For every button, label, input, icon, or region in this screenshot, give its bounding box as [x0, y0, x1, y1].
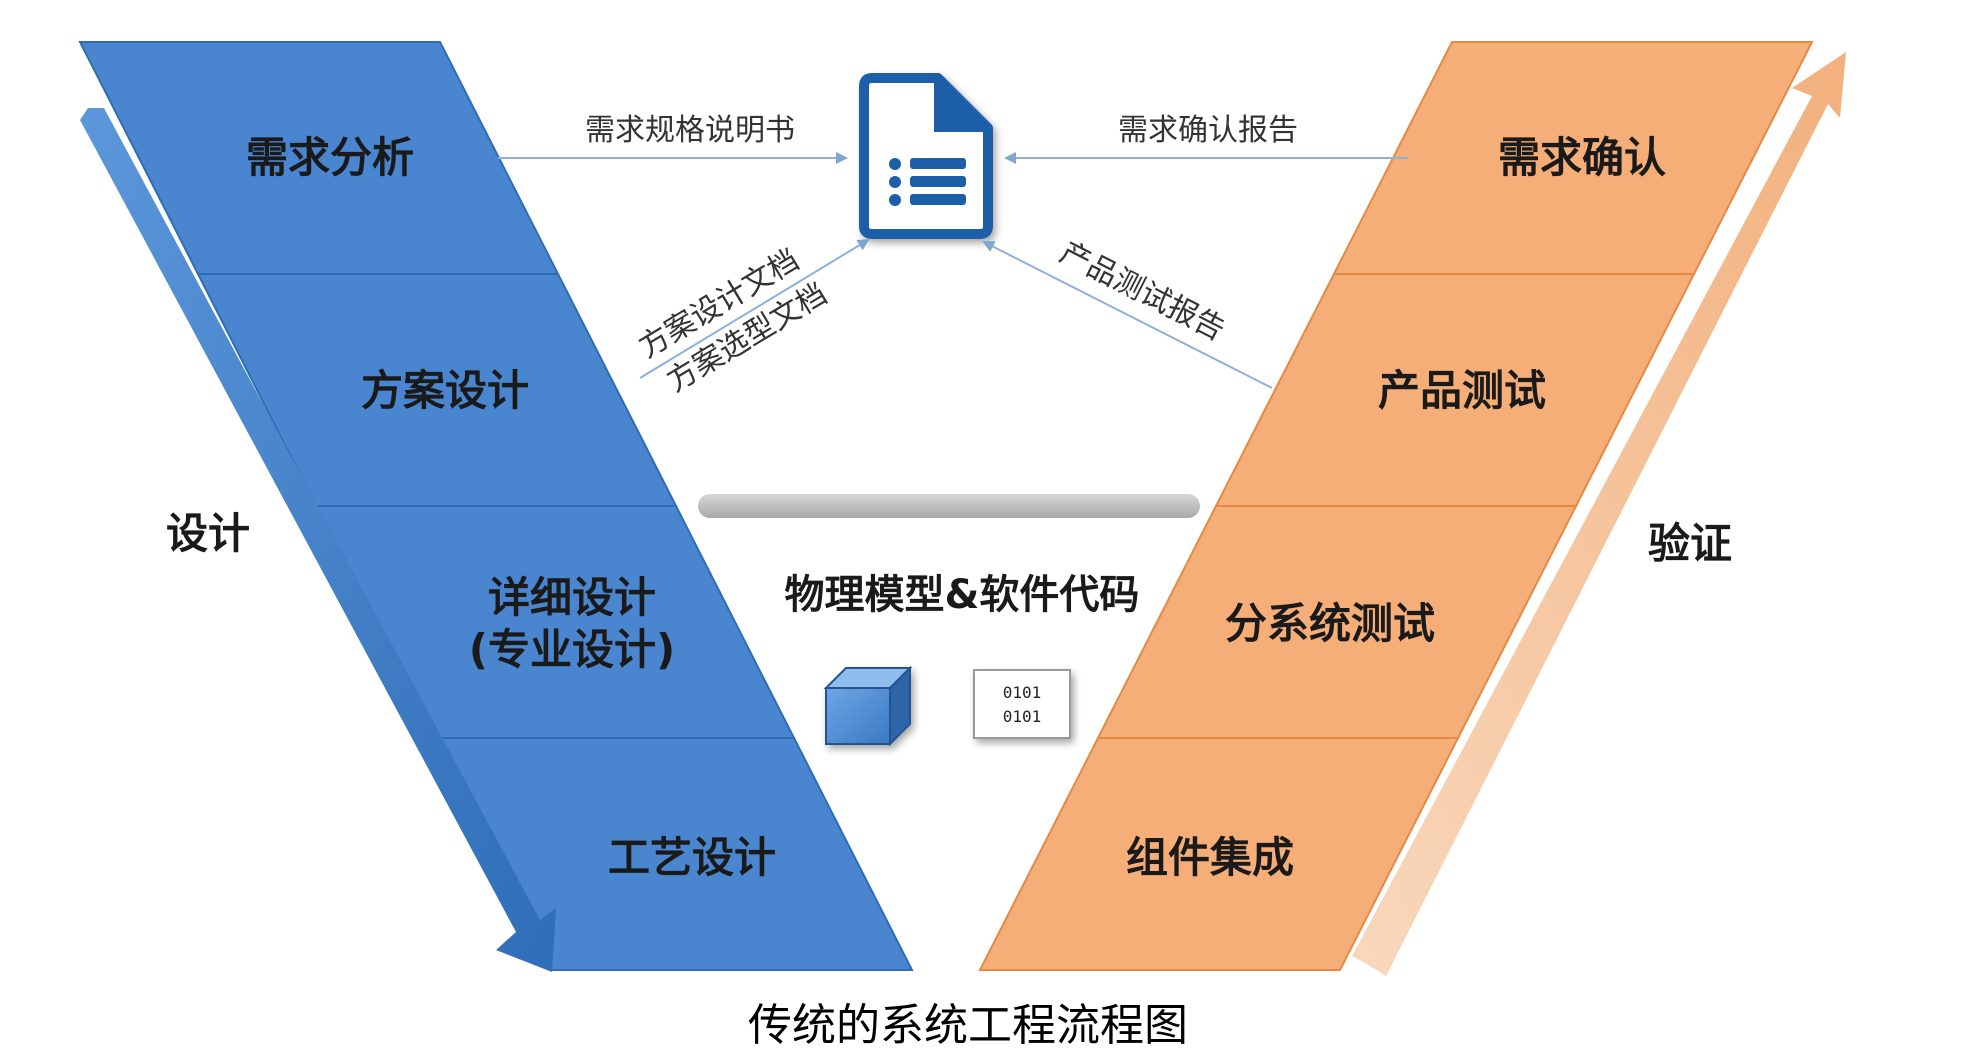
arrow-scheme-design-doc [639, 238, 870, 379]
stage-label-scheme-design: 方案设计 [361, 366, 529, 415]
diagram-caption: 传统的系统工程流程图 [748, 1000, 1188, 1051]
verify-side: 需求确认 产品测试 分系统测试 组件集成 验证 [978, 41, 1846, 976]
label-requirement-spec: 需求规格说明书 [585, 113, 795, 148]
stage-label-subsystem-test: 分系统测试 [1225, 599, 1435, 648]
stage-label-component-integration: 组件集成 [1126, 833, 1294, 882]
implementation-bar [698, 494, 1200, 518]
stage-label-detailed-design-sub: (专业设计) [469, 625, 675, 674]
document-icon [859, 73, 993, 239]
label-requirement-confirm-report: 需求确认报告 [1118, 113, 1298, 148]
design-side: 需求分析 方案设计 详细设计 (专业设计) 工艺设计 设计 [78, 41, 914, 972]
stage-label-process-design: 工艺设计 [608, 833, 776, 882]
center-label: 物理模型&软件代码 [785, 572, 1140, 618]
stage-label-requirement-analysis: 需求分析 [246, 133, 414, 182]
stage-label-requirement-confirm: 需求确认 [1498, 133, 1666, 182]
verify-side-label: 验证 [1648, 519, 1732, 568]
binary-line-2: 0101 [1003, 707, 1042, 726]
stage-label-product-test: 产品测试 [1378, 366, 1546, 415]
document-flow-arrows [498, 152, 1408, 389]
stage-detailed-design [314, 505, 796, 739]
binary-code-icon: 0101 0101 [973, 669, 1071, 739]
design-side-label: 设计 [166, 509, 250, 558]
verify-flow-arrow [1352, 52, 1846, 976]
design-flow-arrow [80, 108, 556, 972]
stage-label-detailed-design: 详细设计 [488, 573, 656, 622]
arrow-product-test-report [982, 241, 1273, 389]
binary-line-1: 0101 [1003, 683, 1042, 702]
cube-icon [823, 665, 913, 747]
stage-component-integration [978, 737, 1460, 971]
